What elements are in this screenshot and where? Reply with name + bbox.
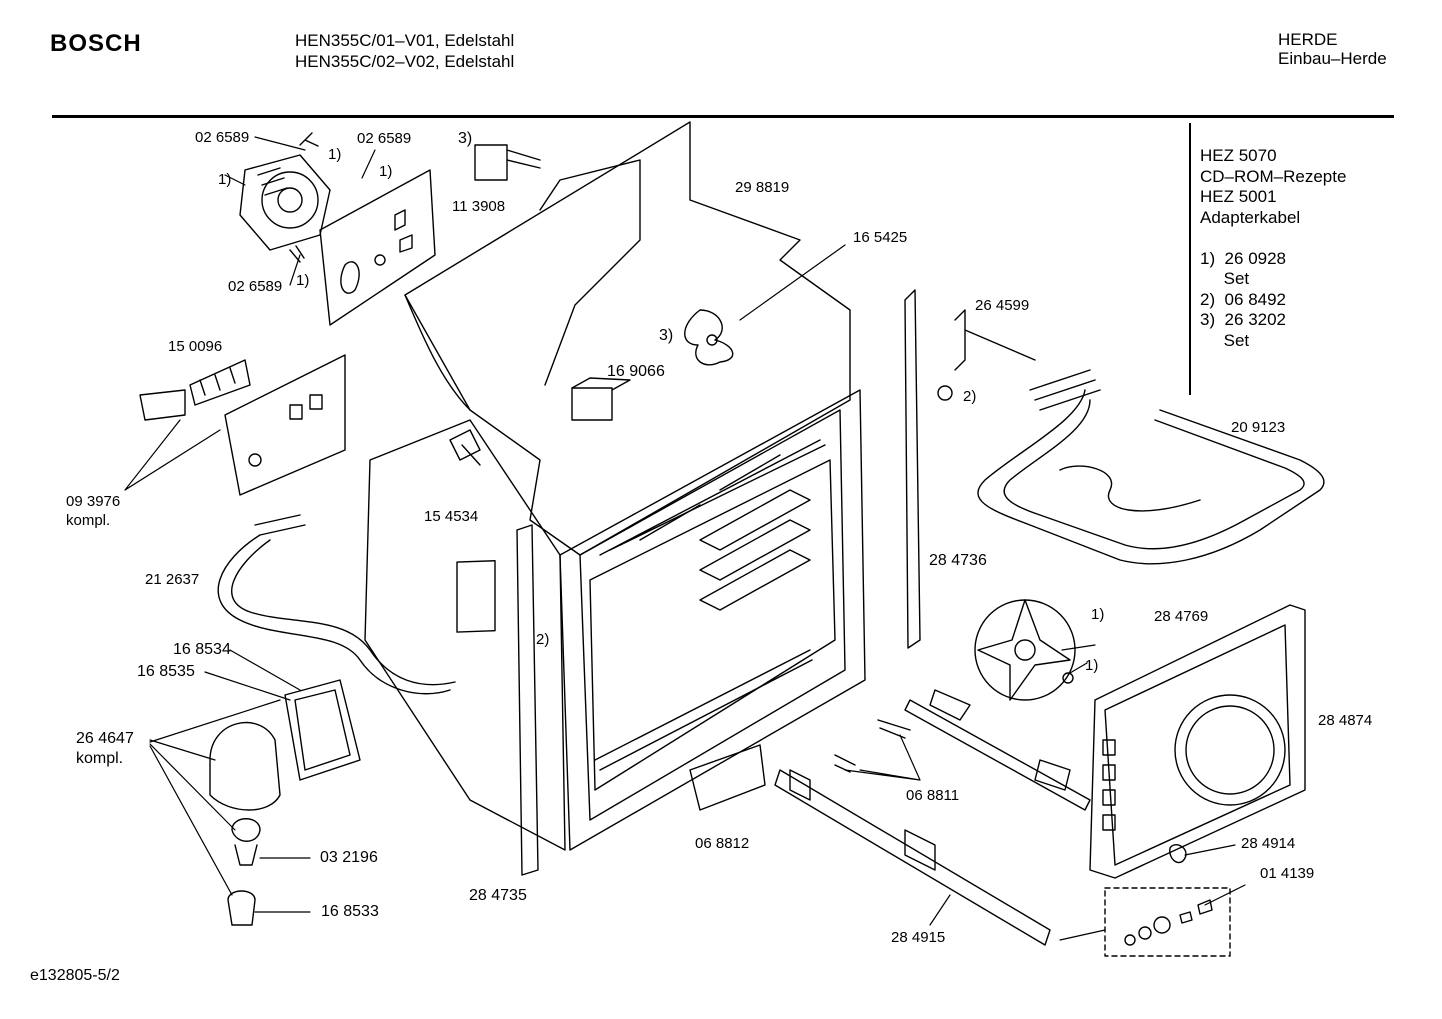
part-label: 28 4736 xyxy=(929,552,987,569)
kompl-label: kompl. xyxy=(66,512,111,529)
part-label: 16 5425 xyxy=(853,229,908,246)
thermostat-drawing xyxy=(449,429,481,466)
legend-line: CD–ROM–Rezepte xyxy=(1200,166,1347,186)
rail-left-drawing xyxy=(774,769,1051,946)
part-label: 15 0096 xyxy=(168,338,223,355)
legend-line: HEZ 5001 xyxy=(1200,187,1277,206)
switch-drawing xyxy=(474,144,541,181)
part-label: 28 4874 xyxy=(1318,712,1373,729)
drawing-code: e132805-5/2 xyxy=(30,967,120,984)
footnote-label: 1) xyxy=(1091,606,1105,623)
footnote-label: 3) xyxy=(458,130,473,147)
legend-line: Set xyxy=(1200,269,1250,288)
terminal-block-drawing xyxy=(189,359,251,406)
footnote-label: 1) xyxy=(218,171,232,188)
hinge-drawing xyxy=(1169,844,1187,864)
convection-fan-drawing xyxy=(974,599,1076,701)
heating-element-top-drawing xyxy=(977,369,1325,565)
cooling-fan-drawing xyxy=(684,309,734,366)
legend-line: HEZ 5070 xyxy=(1200,146,1277,165)
legend-line: Set xyxy=(1200,330,1250,350)
accessory-legend: HEZ 5070 CD–ROM–Rezepte HEZ 5001 Adapter… xyxy=(1200,146,1346,351)
footnote-label: 1) xyxy=(328,146,342,163)
model-line: HEN355C/01–V01, Edelstahl xyxy=(295,31,515,50)
small-parts-drawing xyxy=(1104,887,1231,957)
part-label: 28 4915 xyxy=(891,929,946,946)
kompl-label: kompl. xyxy=(76,750,124,767)
legend-line: 2) 06 8492 xyxy=(1200,289,1287,309)
category-line: Einbau–Herde xyxy=(1278,49,1387,68)
control-bracket-drawing xyxy=(224,354,346,496)
part-label: 28 4914 xyxy=(1241,835,1296,852)
lamp-assembly-drawing xyxy=(209,679,361,926)
rear-panel-drawing xyxy=(1089,604,1306,879)
header-divider xyxy=(52,115,1394,118)
support-bracket-drawing xyxy=(689,744,766,811)
side-trim-right-drawing xyxy=(904,289,921,649)
footnote-label: 1) xyxy=(296,272,310,289)
part-label: 29 8819 xyxy=(735,179,790,196)
rail-right-drawing xyxy=(904,689,1091,811)
legend-line: 3) 26 3202 xyxy=(1200,310,1287,329)
part-label: 09 3976 xyxy=(66,493,121,510)
part-label: 06 8811 xyxy=(906,787,960,804)
part-label: 02 6589 xyxy=(357,130,412,147)
nut-drawing xyxy=(1062,672,1074,684)
part-label: 15 4534 xyxy=(424,508,479,525)
fan-motor-drawing xyxy=(239,132,331,263)
plug-drawing xyxy=(937,385,953,401)
category: HERDE Einbau–Herde xyxy=(1278,30,1387,68)
category-line: HERDE xyxy=(1278,30,1338,49)
part-label: 20 9123 xyxy=(1231,419,1286,436)
part-label: 28 4769 xyxy=(1154,608,1209,625)
part-label: 02 6589 xyxy=(195,129,250,146)
side-trim-left-drawing xyxy=(516,524,539,876)
part-label: 16 8534 xyxy=(173,641,231,658)
part-label: 16 8535 xyxy=(137,663,195,680)
legend-line: 1) 26 0928 xyxy=(1200,248,1287,268)
connector-drawing xyxy=(139,389,186,421)
hanger-bracket-drawing xyxy=(954,309,1036,371)
legend-line: Adapterkabel xyxy=(1200,207,1301,227)
part-label: 28 4735 xyxy=(469,887,527,904)
mounting-plate-drawing xyxy=(319,169,436,326)
brand-logo: BOSCH xyxy=(50,30,142,57)
relay-drawing xyxy=(571,377,631,421)
part-label: 03 2196 xyxy=(320,849,378,866)
part-label: 26 4647 xyxy=(76,730,134,747)
footnote-label: 3) xyxy=(659,327,674,344)
legend-divider xyxy=(1189,123,1191,395)
model-line: HEN355C/02–V02, Edelstahl xyxy=(295,52,515,71)
model-list: HEN355C/01–V01, Edelstahl HEN355C/02–V02… xyxy=(295,30,514,72)
part-label: 16 9066 xyxy=(607,363,665,380)
part-label: 11 3908 xyxy=(452,198,506,215)
part-label: 26 4599 xyxy=(975,297,1030,314)
part-label: 01 4139 xyxy=(1260,865,1315,882)
part-label: 16 8533 xyxy=(321,903,379,920)
footnote-label: 2) xyxy=(963,388,977,405)
leader-lines xyxy=(124,136,1246,941)
part-label: 02 6589 xyxy=(228,278,283,295)
oven-housing-drawing xyxy=(364,121,866,851)
heating-element-left-drawing xyxy=(217,514,456,695)
footnote-label: 1) xyxy=(379,163,393,180)
part-label: 21 2637 xyxy=(145,571,200,588)
clip-drawing xyxy=(877,719,911,739)
footnote-label: 1) xyxy=(1085,657,1099,674)
part-label: 06 8812 xyxy=(695,835,750,852)
footnote-label: 2) xyxy=(536,631,550,648)
